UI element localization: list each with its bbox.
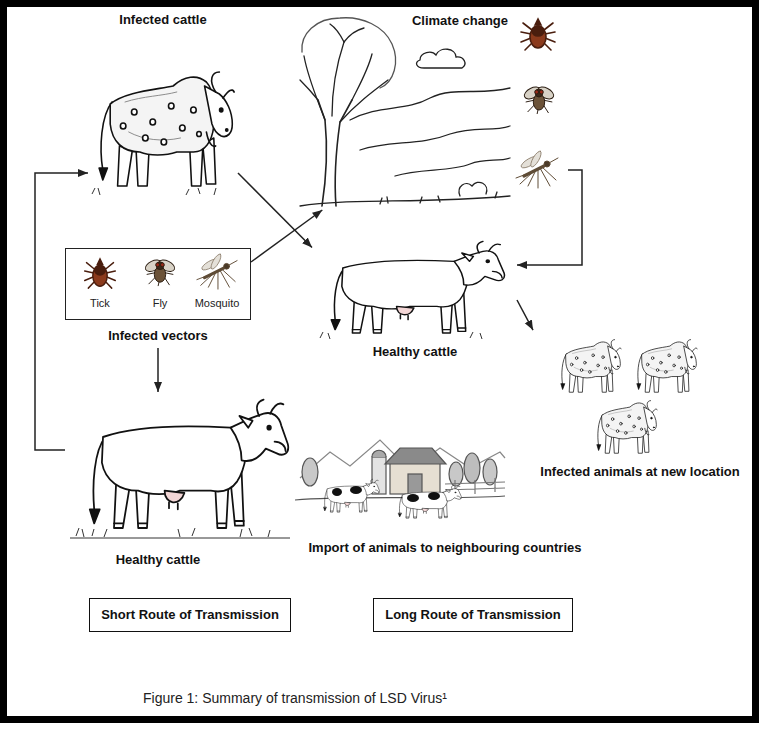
- infected-bull-drawing: [92, 188, 216, 195]
- infected-herd-drawing: [597, 401, 657, 454]
- figure-frame: [4, 4, 756, 720]
- farm-scene: [302, 458, 318, 486]
- climate-landscape: [302, 18, 396, 88]
- figure-caption: Figure 1: Summary of transmission of LSD…: [143, 690, 447, 707]
- import-farm: Import of animals to neighbouring countr…: [292, 436, 597, 558]
- node-label: Infected cattle: [119, 12, 206, 28]
- node-label: Infected vectors: [108, 328, 208, 344]
- transmission-arrow: [251, 210, 322, 262]
- vector-box: Tick Fly MosquitoInfected vectors: [65, 248, 251, 348]
- node-label: Healthy cattle: [373, 344, 458, 360]
- healthy-cow-drawing: [320, 241, 504, 339]
- farm-scene: [428, 492, 440, 500]
- healthy-cow-drawing: [90, 400, 288, 528]
- healthy-cow-drawing: [70, 528, 290, 538]
- node-label: Long Route of Transmission: [385, 607, 561, 623]
- vector-box-outline: [65, 248, 251, 320]
- vector-icons-box: [85, 259, 116, 288]
- node-label: Healthy cattle: [116, 552, 201, 568]
- route-box: Short Route of Transmission: [89, 598, 291, 632]
- vector-icons-climate: [521, 19, 555, 50]
- climate-landscape: [380, 192, 497, 204]
- climate-landscape: [344, 28, 364, 42]
- farm-scene: [385, 448, 446, 464]
- climate-landscape: [417, 49, 465, 68]
- farm-scene: [390, 462, 440, 494]
- healthy-cow-drawing: [70, 400, 290, 538]
- healthy-cow-drawing: [331, 241, 504, 333]
- node-label: Tick: [90, 297, 110, 310]
- infected-bull-drawing: [99, 72, 234, 186]
- transmission-arrow: [517, 170, 582, 265]
- node-label: Short Route of Transmission: [101, 607, 279, 623]
- farm-scene: [408, 474, 422, 494]
- climate-landscape: [395, 158, 510, 176]
- vector-icons-climate: [516, 150, 558, 188]
- infected-cattle: Infected cattle: [88, 8, 238, 208]
- climate-landscape: [332, 42, 344, 116]
- vector-icons-climate: [516, 19, 558, 188]
- farm-scene: [372, 450, 386, 457]
- climate-landscape: [350, 88, 510, 120]
- infected-herd-drawing: [561, 340, 697, 454]
- farm-scene: [398, 485, 461, 518]
- climate-landscape: [300, 80, 318, 100]
- infected-herd-drawing: [637, 340, 697, 393]
- vector-icons-box: [85, 253, 237, 289]
- farm-scene: [295, 496, 505, 500]
- node-label: Mosquito: [195, 297, 240, 310]
- climate-landscape: [300, 18, 510, 206]
- climate-landscape: [318, 100, 326, 206]
- climate-landscape: [459, 182, 487, 196]
- healthy-cow-drawing: [320, 332, 482, 339]
- farm-scene: [332, 488, 342, 496]
- node-label: Climate change: [412, 13, 508, 29]
- climate-landscape: [300, 196, 510, 206]
- healthy-cattle: Healthy cattle: [65, 392, 295, 572]
- infected-herd-drawing: [561, 340, 621, 393]
- farm-scene: [407, 494, 419, 502]
- farm-scene: [464, 453, 480, 483]
- transmission-arrow: [157, 348, 159, 392]
- healthy-cattle: Healthy cattle: [312, 236, 517, 364]
- climate-landscape: [360, 126, 510, 150]
- climate-landscape: [330, 24, 344, 42]
- climate-landscape: [335, 100, 352, 206]
- climate-landscape: [340, 80, 388, 122]
- node-label: Import of animals to neighbouring countr…: [308, 540, 581, 556]
- climate-change-scene: Climate change: [298, 10, 568, 210]
- farm-scene: [295, 440, 505, 518]
- infected-bull-drawing: [92, 72, 234, 195]
- transmission-arrow: [238, 173, 312, 248]
- vector-icons-box: [144, 258, 177, 286]
- vector-icons-box: [197, 253, 237, 289]
- infected-herd: Infected animals at new location: [533, 322, 745, 484]
- climate-landscape: [352, 54, 372, 100]
- farm-scene: [449, 462, 463, 486]
- transmission-arrow: [35, 173, 88, 450]
- route-box: Long Route of Transmission: [373, 598, 573, 632]
- node-label: Fly: [153, 297, 168, 310]
- vector-icons-climate: [523, 85, 556, 114]
- node-label: Infected animals at new location: [540, 464, 739, 480]
- transmission-arrow: [517, 300, 533, 330]
- farm-scene: [350, 486, 362, 494]
- farm-scene: [324, 479, 380, 512]
